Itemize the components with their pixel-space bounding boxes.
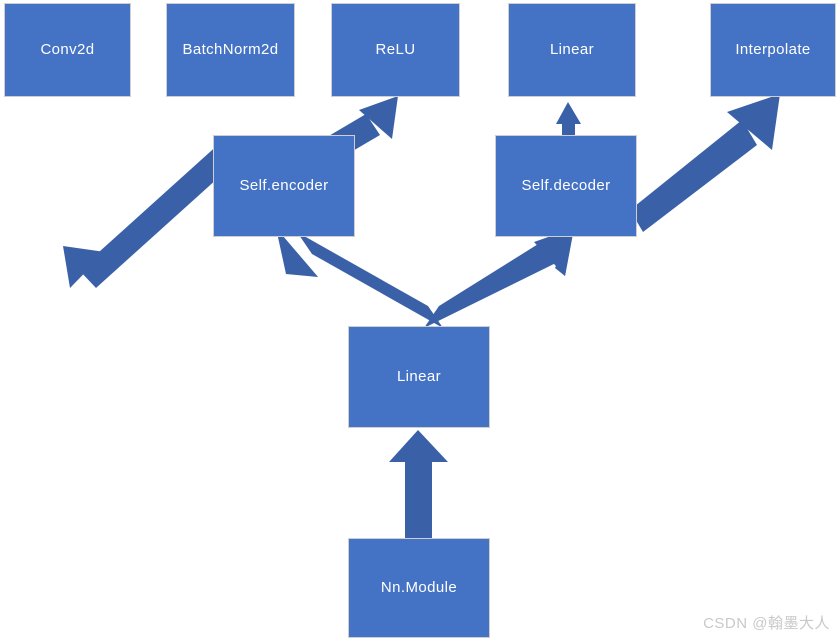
node-self-decoder[interactable]: Self.decoder xyxy=(495,135,637,237)
node-label-linear-top: Linear xyxy=(549,40,595,58)
node-relu[interactable]: ReLU xyxy=(331,3,460,97)
arrow-linear-to-encoder xyxy=(276,228,443,328)
node-label-self-decoder: Self.decoder xyxy=(521,176,611,194)
node-label-batchnorm2d: BatchNorm2d xyxy=(182,40,279,58)
arrow-encoder-to-conv2d xyxy=(63,142,238,288)
node-self-encoder[interactable]: Self.encoder xyxy=(213,135,355,237)
arrow-decoder-to-interpolate xyxy=(630,94,780,232)
node-label-interpolate: Interpolate xyxy=(735,40,811,58)
node-linear-top[interactable]: Linear xyxy=(508,3,636,97)
arrow-linear-to-decoder xyxy=(424,228,574,328)
node-nn-module[interactable]: Nn.Module xyxy=(348,538,490,638)
node-linear-mid[interactable]: Linear xyxy=(348,326,490,428)
node-label-nn-module: Nn.Module xyxy=(380,578,458,596)
node-label-relu: ReLU xyxy=(375,40,416,58)
node-label-self-encoder: Self.encoder xyxy=(239,176,329,194)
node-interpolate[interactable]: Interpolate xyxy=(710,3,836,97)
watermark: CSDN @翰墨大人 xyxy=(703,615,830,632)
node-label-linear-mid: Linear xyxy=(396,367,442,385)
node-batchnorm2d[interactable]: BatchNorm2d xyxy=(166,3,295,97)
node-conv2d[interactable]: Conv2d xyxy=(4,3,131,97)
arrow-nnmodule-to-linear xyxy=(389,430,448,540)
node-label-conv2d: Conv2d xyxy=(40,40,95,58)
